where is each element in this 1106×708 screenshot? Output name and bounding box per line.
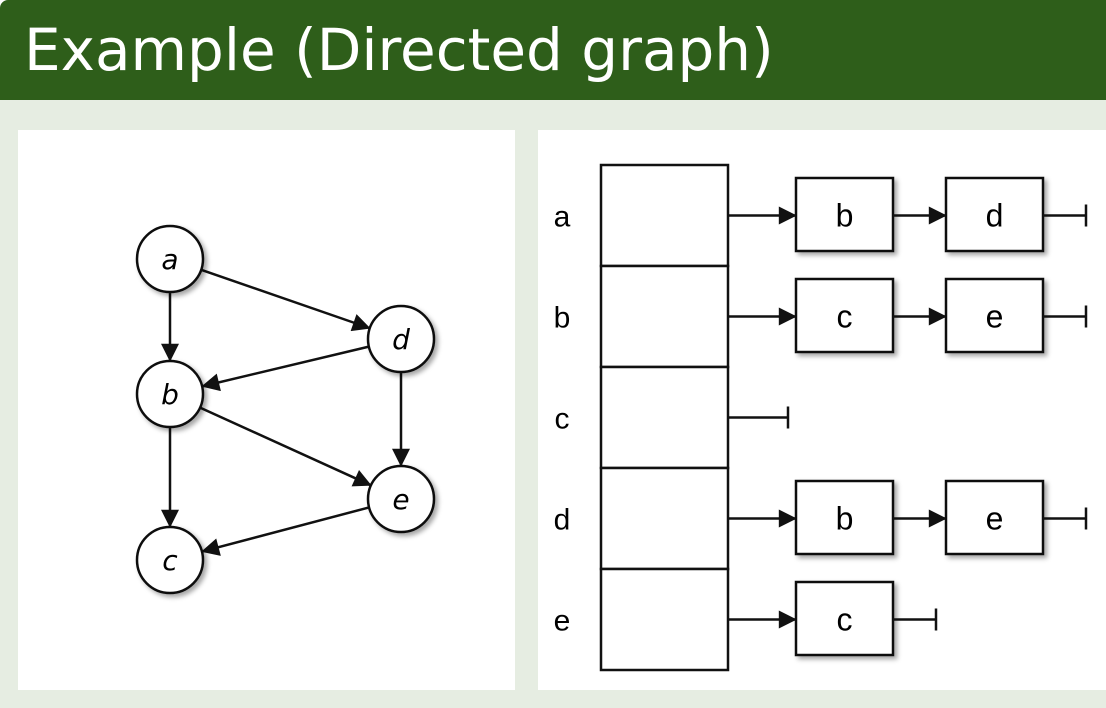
node-c: c [135,525,205,595]
list-node-b: b [794,176,895,253]
array-cell-d [599,466,730,571]
node-label-c: c [162,544,178,577]
list-node-label: c [837,299,853,335]
array-cell-c [599,365,730,470]
list-node-e: e [944,277,1045,354]
vertex-label-b: b [554,302,571,335]
list-node-c: c [794,580,895,657]
list-node-b: b [794,479,895,556]
list-node-label: b [836,198,854,234]
edge-b-e [199,406,372,487]
node-label-e: e [392,483,409,516]
edge-d-b [201,345,370,392]
title-bar: Example (Directed graph) [0,0,1106,100]
list-node-label: b [836,501,854,537]
slide-title: Example (Directed graph) [24,16,774,84]
node-label-d: d [392,323,410,356]
graph-panel: a b c d e [18,130,515,690]
vertex-label-c: c [555,403,570,436]
node-a: a [135,224,205,294]
node-label-a: a [161,243,178,276]
node-e: e [366,464,436,534]
list-node-label: e [986,299,1004,335]
array-cell-b [599,264,730,369]
node-d: d [366,304,436,374]
array-cell-a [599,163,730,268]
adjacency-row-c: c [555,365,790,470]
list-node-label: e [986,501,1004,537]
list-node-label: c [837,602,853,638]
vertex-label-a: a [554,201,571,234]
edge-e-c [201,506,370,556]
node-label-b: b [161,378,179,411]
list-node-e: e [944,479,1045,556]
array-cell-e [599,567,730,672]
vertex-label-d: d [554,504,571,537]
edge-a-d [200,268,371,332]
edge-layer [161,268,410,556]
list-node-label: d [986,198,1004,234]
node-b: b [135,359,205,429]
list-node-c: c [794,277,895,354]
vertex-label-e: e [554,605,571,638]
list-node-d: d [944,176,1045,253]
directed-graph-diagram: a b c d e [135,224,436,595]
